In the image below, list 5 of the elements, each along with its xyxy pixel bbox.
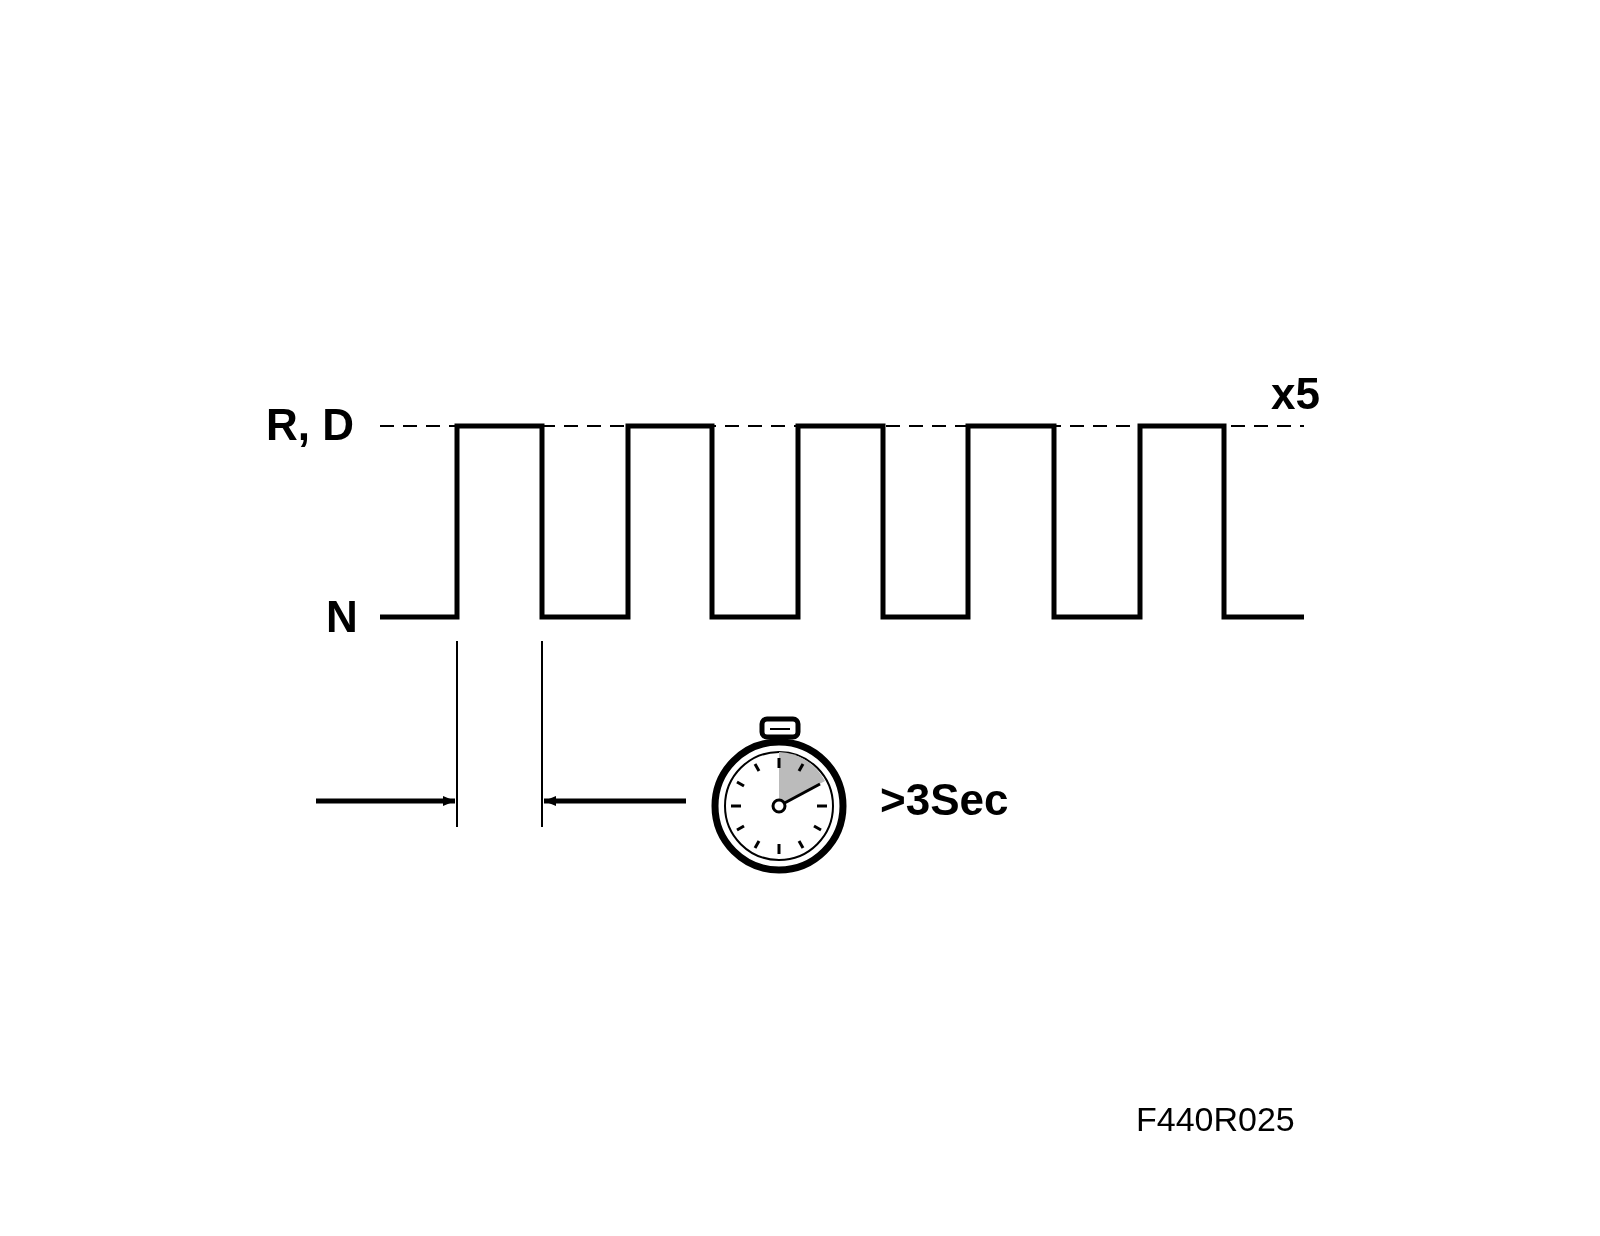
figure-code: F440R025 — [1136, 1102, 1295, 1136]
level-label: N — [326, 595, 358, 639]
duration-label: >3Sec — [880, 778, 1009, 822]
level-label: R, D — [266, 403, 354, 447]
repeat-count: x5 — [1271, 372, 1320, 416]
